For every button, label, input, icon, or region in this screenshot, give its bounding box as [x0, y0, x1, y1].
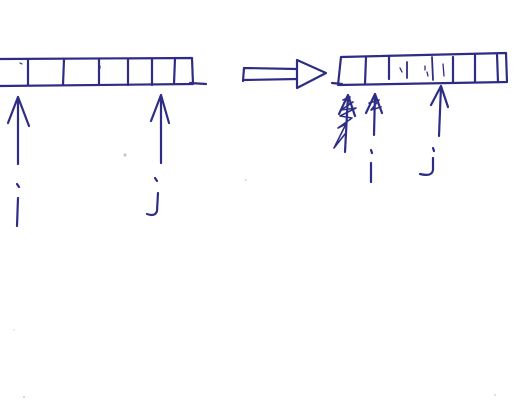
scribble-mark	[333, 96, 357, 149]
right-pointer-i: i	[364, 92, 385, 184]
up-arrow-icon	[6, 95, 31, 166]
left-pointer-i: i	[6, 95, 35, 228]
right-array-cell-mark	[399, 67, 403, 73]
hollow-right-arrow-icon	[241, 58, 328, 90]
right-pointer-scribbled	[333, 93, 357, 154]
paper-smudges	[13, 153, 496, 398]
up-arrow-icon	[429, 84, 450, 138]
handwritten-j-glyph	[418, 146, 436, 176]
scribble-mark	[368, 99, 382, 111]
transform-arrow-head	[295, 58, 328, 90]
pointer-label: i	[34, 211, 35, 213]
left-array-cell-divider	[172, 56, 177, 86]
left-array-baseline-tail	[188, 81, 208, 86]
up-arrow-icon	[149, 93, 171, 165]
pointer-label: j	[171, 209, 173, 211]
left-pointer-j: j	[145, 93, 173, 217]
handwritten-i-glyph	[369, 148, 374, 184]
right-pointer-j: j	[418, 84, 450, 176]
right-array-cell-divider	[363, 55, 368, 86]
left-array-cell-divider	[61, 57, 66, 87]
right-array-frame	[336, 51, 509, 87]
left-array	[0, 56, 208, 88]
pointer-label: i	[384, 171, 385, 173]
handwritten-i-glyph	[15, 182, 21, 228]
left-array-frame	[0, 56, 195, 88]
right-array	[330, 51, 509, 87]
pointer-label: j	[445, 169, 447, 171]
handwritten-j-glyph	[145, 176, 160, 217]
right-array-cell-divider	[431, 56, 434, 81]
right-array-baseline-tail	[330, 81, 344, 86]
right-array-cell-mark	[442, 63, 445, 77]
transform-arrow-shaft	[241, 66, 299, 83]
right-array-cell-divider	[495, 52, 500, 84]
right-array-cell-mark	[424, 65, 429, 77]
left-array-cell-mark	[19, 62, 23, 65]
